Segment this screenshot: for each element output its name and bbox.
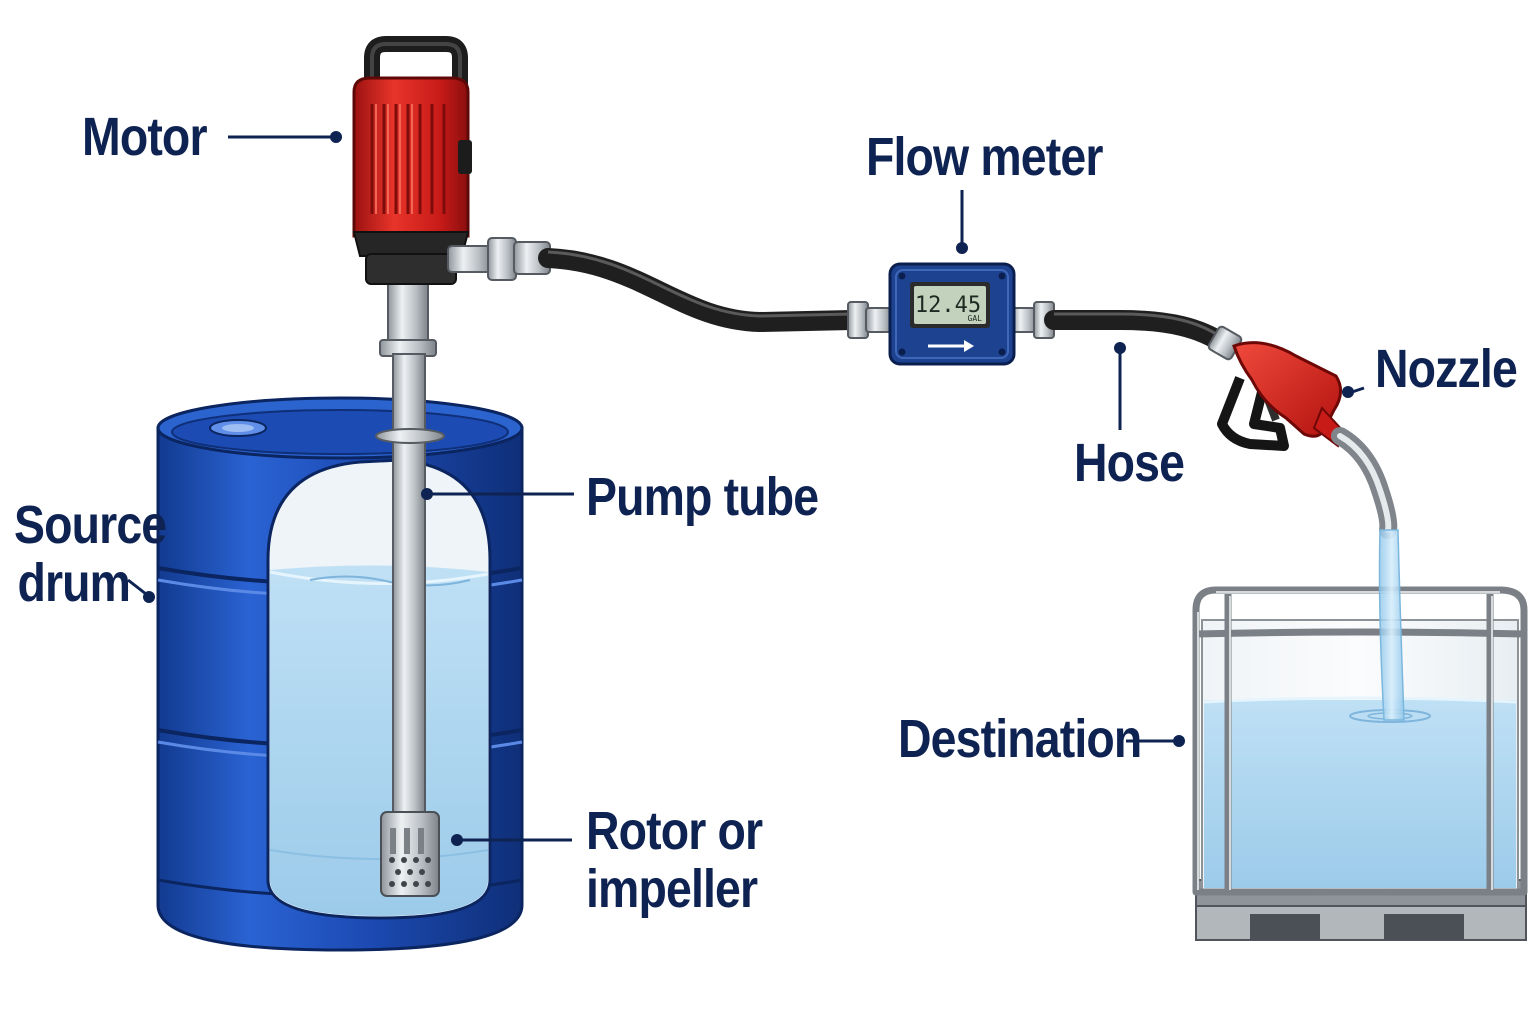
destination-label: Destination bbox=[898, 709, 1142, 769]
destination-tank bbox=[1192, 586, 1528, 941]
flow-direction-arrow-icon bbox=[964, 340, 974, 352]
source-drum-label-line1: Source bbox=[14, 495, 167, 555]
source-drum-label-line2: drum bbox=[17, 553, 131, 613]
hose-segment-pump-to-meter bbox=[538, 248, 862, 333]
flow-meter-label: Flow meter bbox=[866, 127, 1103, 187]
pump-tube bbox=[375, 281, 445, 897]
rotor-impeller-label: Rotor or impeller bbox=[586, 801, 763, 919]
pump-tube-label: Pump tube bbox=[586, 467, 819, 527]
rotor-label-line2: impeller bbox=[586, 859, 758, 919]
hose-label: Hose bbox=[1074, 433, 1185, 493]
source-drum-leader bbox=[127, 578, 147, 596]
hose-segment-meter-to-nozzle bbox=[1044, 310, 1234, 354]
meter-reading: 12.45 bbox=[915, 293, 981, 318]
outlet-fitting bbox=[447, 237, 551, 281]
nozzle-leader bbox=[1351, 386, 1365, 394]
source-drum-label: Source drum bbox=[14, 495, 167, 613]
meter-unit: GAL bbox=[968, 314, 983, 323]
nozzle bbox=[1207, 325, 1398, 539]
motor-label: Motor bbox=[82, 107, 208, 167]
flow-meter: 12.45 GAL bbox=[847, 262, 1055, 366]
leader-lines bbox=[127, 131, 1365, 846]
nozzle-label: Nozzle bbox=[1375, 339, 1518, 399]
source-drum bbox=[156, 396, 524, 952]
motor bbox=[352, 36, 472, 285]
rotor-label-line1: Rotor or bbox=[586, 801, 763, 861]
liquid-stream bbox=[1378, 529, 1405, 721]
